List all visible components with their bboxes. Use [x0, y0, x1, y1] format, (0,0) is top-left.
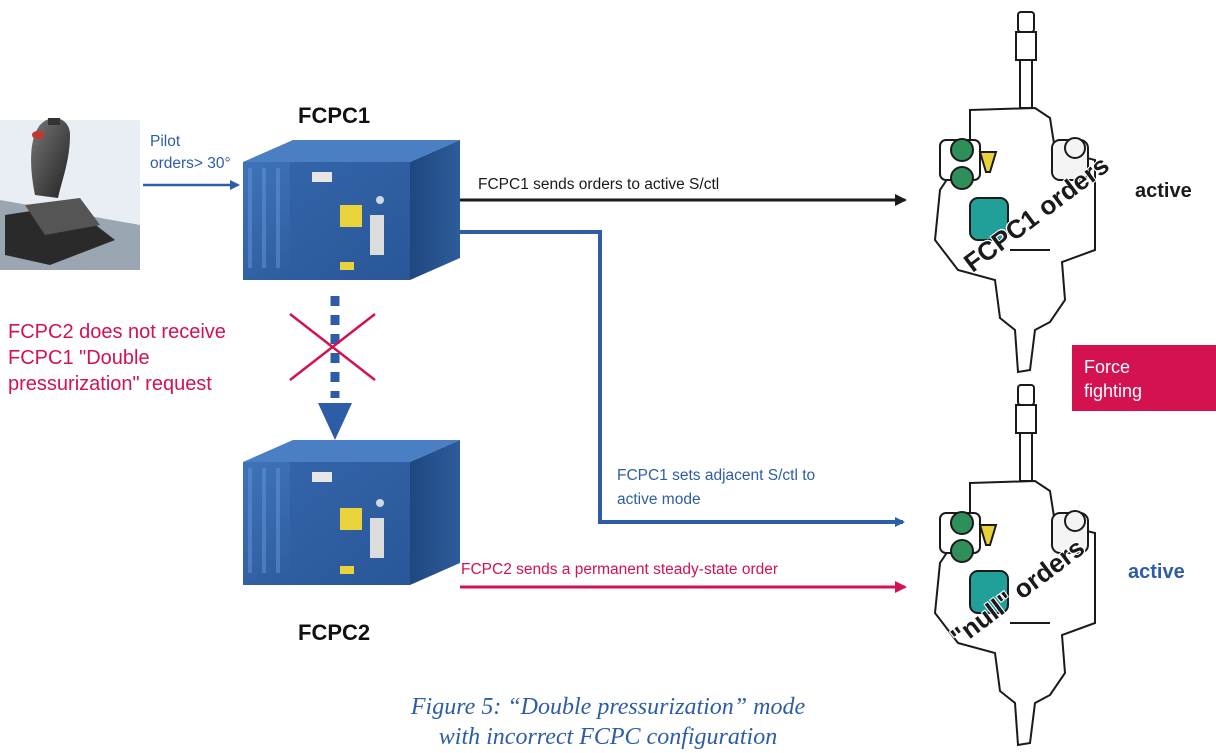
force-fighting-box: Force fighting	[1072, 345, 1216, 411]
fcpc2-to-bottom-label: FCPC2 sends a permanent steady-state ord…	[461, 561, 779, 578]
fcpc1-label: FCPC1	[298, 103, 371, 128]
fcpc1-to-bottom-servo-arrow	[460, 230, 905, 527]
servo-bottom-status: active	[1128, 561, 1185, 583]
sidestick-image	[0, 117, 140, 270]
fcpc1-to-top-label: FCPC1 sends orders to active S/ctl	[478, 176, 720, 193]
servo-actuator-bottom-image	[933, 384, 1096, 747]
fcpc1-to-fcpc2-arrowhead	[318, 403, 352, 440]
fcpc1-to-bottom-label: FCPC1 sets adjacent S/ctl to active mode	[617, 467, 816, 508]
failure-cross-icon	[289, 313, 376, 381]
fcpc1-computer-image	[243, 140, 460, 280]
fcpc2-computer-image	[243, 440, 460, 585]
failure-label: FCPC2 does not receive FCPC1 "Double pre…	[8, 321, 226, 395]
fcpc2-label: FCPC2	[298, 620, 371, 645]
servo-top-status: active	[1135, 180, 1192, 202]
pilot-orders-label: Pilot orders> 30°	[150, 133, 231, 172]
servo-actuator-top-image	[933, 11, 1096, 374]
figure-caption: Figure 5: “Double pressurization” mode w…	[410, 694, 806, 750]
